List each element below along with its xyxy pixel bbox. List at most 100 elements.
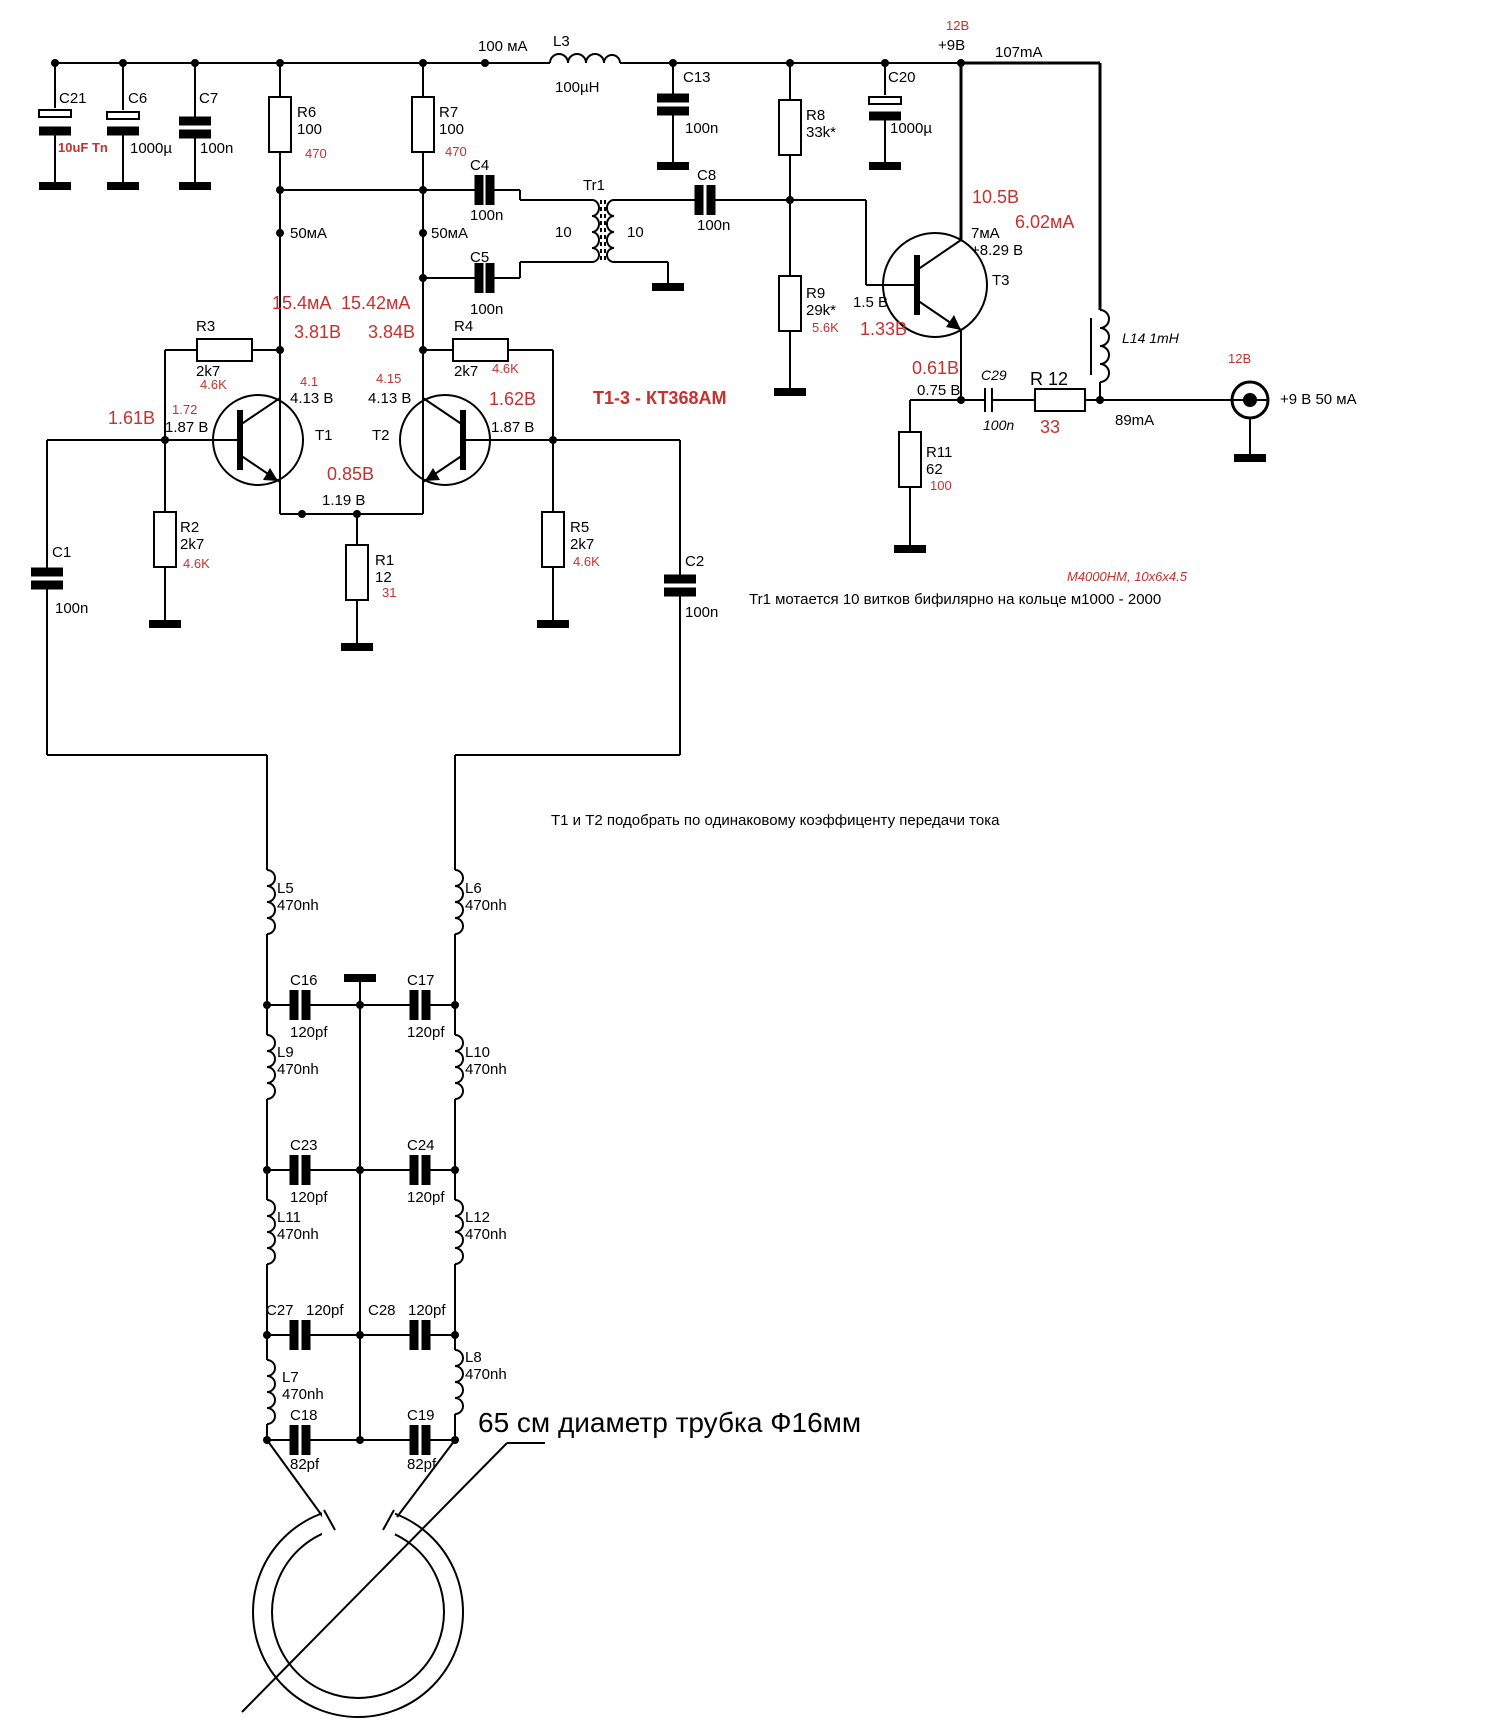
filter-ladder bbox=[263, 869, 464, 1455]
t1-red-current: 15.4мА bbox=[272, 293, 331, 313]
resistor-R11: R11 62 100 bbox=[894, 431, 952, 553]
C16-label: C16 bbox=[290, 972, 318, 989]
R9-value: 29k* bbox=[806, 302, 836, 319]
L6-value: 470nh bbox=[465, 897, 507, 914]
T3-label: T3 bbox=[992, 272, 1010, 289]
t2-red-collector-voltage: 3.84В bbox=[368, 322, 415, 342]
R7-alt: 470 bbox=[445, 144, 467, 159]
capacitor-C5: C5 100n bbox=[423, 249, 592, 318]
resistor-R7: R7 100 470 bbox=[411, 63, 467, 510]
C29-label: C29 bbox=[981, 367, 1007, 383]
t2-red-current: 15.42мА bbox=[341, 293, 410, 313]
L7-label: L7 bbox=[282, 1369, 299, 1386]
C1-label: C1 bbox=[52, 544, 71, 561]
transistor-T1: T1 bbox=[165, 350, 333, 514]
C13-label: C13 bbox=[683, 69, 711, 86]
inductor-L3: L3 100µH bbox=[549, 33, 621, 96]
resistor-R3: R3 2k7 4.6K bbox=[164, 318, 280, 440]
C28-label: C28 bbox=[368, 1302, 396, 1319]
R5-value: 2k7 bbox=[570, 536, 594, 553]
R12-label: R 12 bbox=[1030, 369, 1068, 389]
L9-value: 470nh bbox=[277, 1061, 319, 1078]
capacitor-C1: C1 100n bbox=[31, 439, 268, 870]
R9-alt: 5.6K bbox=[812, 320, 839, 335]
C16-value: 120pf bbox=[290, 1024, 328, 1041]
junction-r6-mid bbox=[276, 229, 284, 237]
C21-value: 10uF Tn bbox=[58, 140, 108, 155]
L10-label: L10 bbox=[465, 1044, 490, 1061]
R3-alt: 4.6K bbox=[200, 377, 227, 392]
emitter-red: 0.85В bbox=[327, 464, 374, 484]
L12-value: 470nh bbox=[465, 1226, 507, 1243]
inductor-L14: L14 1mH bbox=[1090, 309, 1180, 400]
C18-value: 82pf bbox=[290, 1456, 320, 1473]
matching-note: T1 и T2 подобрать по одинаковому коэффиц… bbox=[551, 812, 1000, 829]
L9-label: L9 bbox=[277, 1044, 294, 1061]
L10-value: 470nh bbox=[465, 1061, 507, 1078]
L5-value: 470nh bbox=[277, 897, 319, 914]
C24-label: C24 bbox=[407, 1137, 435, 1154]
L14-label: L14 1mH bbox=[1122, 330, 1180, 346]
R1-label: R1 bbox=[375, 552, 394, 569]
L8-label: L8 bbox=[465, 1349, 482, 1366]
L3-value: 100µH bbox=[555, 79, 600, 96]
resistor-R9: R9 29k* 5.6K bbox=[774, 275, 839, 396]
transformer-Tr1: Tr1 10 10 bbox=[555, 177, 695, 291]
ladder-labels: L5 470nh L6 470nh C16 120pf C17 120pf L9… bbox=[266, 880, 507, 1473]
R11-label: R11 bbox=[926, 444, 952, 461]
R1-alt: 31 bbox=[382, 585, 396, 600]
t1-base-red-small: 1.72 bbox=[172, 402, 197, 417]
resistor-R8: R8 33k* bbox=[778, 63, 836, 276]
t3-collector-voltage: +8.29 В bbox=[971, 242, 1023, 259]
L12-label: L12 bbox=[465, 1209, 490, 1226]
t3-base-red: 1.33В bbox=[860, 319, 907, 339]
capacitor-C2: C2 100n bbox=[454, 439, 718, 870]
tr1-winding-note: Tr1 мотается 10 витков бифилярно на коль… bbox=[749, 591, 1161, 608]
loop-size-note: 65 см диаметр трубка Ф16мм bbox=[478, 1407, 861, 1438]
C27-value: 120pf bbox=[306, 1302, 344, 1319]
capacitor-C29: C29 100n bbox=[981, 367, 1035, 433]
t3-current: 7мА bbox=[971, 225, 1000, 242]
C21-label: C21 bbox=[59, 90, 87, 107]
resistor-R1: R1 12 31 bbox=[341, 544, 396, 651]
loop-antenna bbox=[241, 1439, 545, 1718]
R2-value: 2k7 bbox=[180, 536, 204, 553]
emitter-voltage: 1.19 В bbox=[322, 492, 365, 509]
L3-label: L3 bbox=[553, 33, 570, 50]
R5-label: R5 bbox=[570, 519, 589, 536]
emitter-network-T3 bbox=[909, 396, 985, 432]
C4-value: 100n bbox=[470, 207, 503, 224]
capacitor-C6: C6 1000µ bbox=[106, 63, 172, 190]
C1-value: 100n bbox=[55, 600, 88, 617]
t2-collector-voltage: 4.13 В bbox=[368, 390, 411, 407]
L8-value: 470nh bbox=[465, 1366, 507, 1383]
t1-red-collector-voltage: 3.81В bbox=[294, 322, 341, 342]
R7-label: R7 bbox=[439, 104, 458, 121]
junction-r6-c4 bbox=[276, 186, 284, 194]
transistor-T2: T2 bbox=[372, 350, 553, 514]
resistor-R6: R6 100 470 bbox=[268, 63, 327, 510]
t1-collector-red-small: 4.1 bbox=[300, 374, 318, 389]
output-current: 89mA bbox=[1115, 412, 1154, 429]
emitter-node bbox=[280, 510, 423, 545]
C4-label: C4 bbox=[470, 157, 489, 174]
t3-emitter-voltage: 0.75 В bbox=[917, 382, 960, 399]
output-label: +9 В 50 мА bbox=[1280, 391, 1357, 408]
Tr1-left-turns: 10 bbox=[555, 224, 572, 241]
C5-label: C5 bbox=[470, 249, 489, 266]
capacitor-C20: C20 1000µ bbox=[868, 63, 932, 170]
C20-value: 1000µ bbox=[890, 120, 932, 137]
L11-value: 470nh bbox=[277, 1226, 319, 1243]
t3-red-voltage: 10.5В bbox=[972, 187, 1019, 207]
C19-value: 82pf bbox=[407, 1456, 437, 1473]
R7-value: 100 bbox=[439, 121, 464, 138]
output-connector: 12В +9 В 50 мА bbox=[1210, 351, 1357, 462]
rail-current: 107mA bbox=[995, 44, 1043, 61]
rail-voltage: +9В bbox=[938, 37, 965, 54]
C17-label: C17 bbox=[407, 972, 435, 989]
R8-value: 33k* bbox=[806, 124, 836, 141]
top-current-label: 100 мА bbox=[478, 38, 528, 55]
capacitor-C8: C8 100n bbox=[694, 167, 902, 286]
C19-label: C19 bbox=[407, 1407, 435, 1424]
